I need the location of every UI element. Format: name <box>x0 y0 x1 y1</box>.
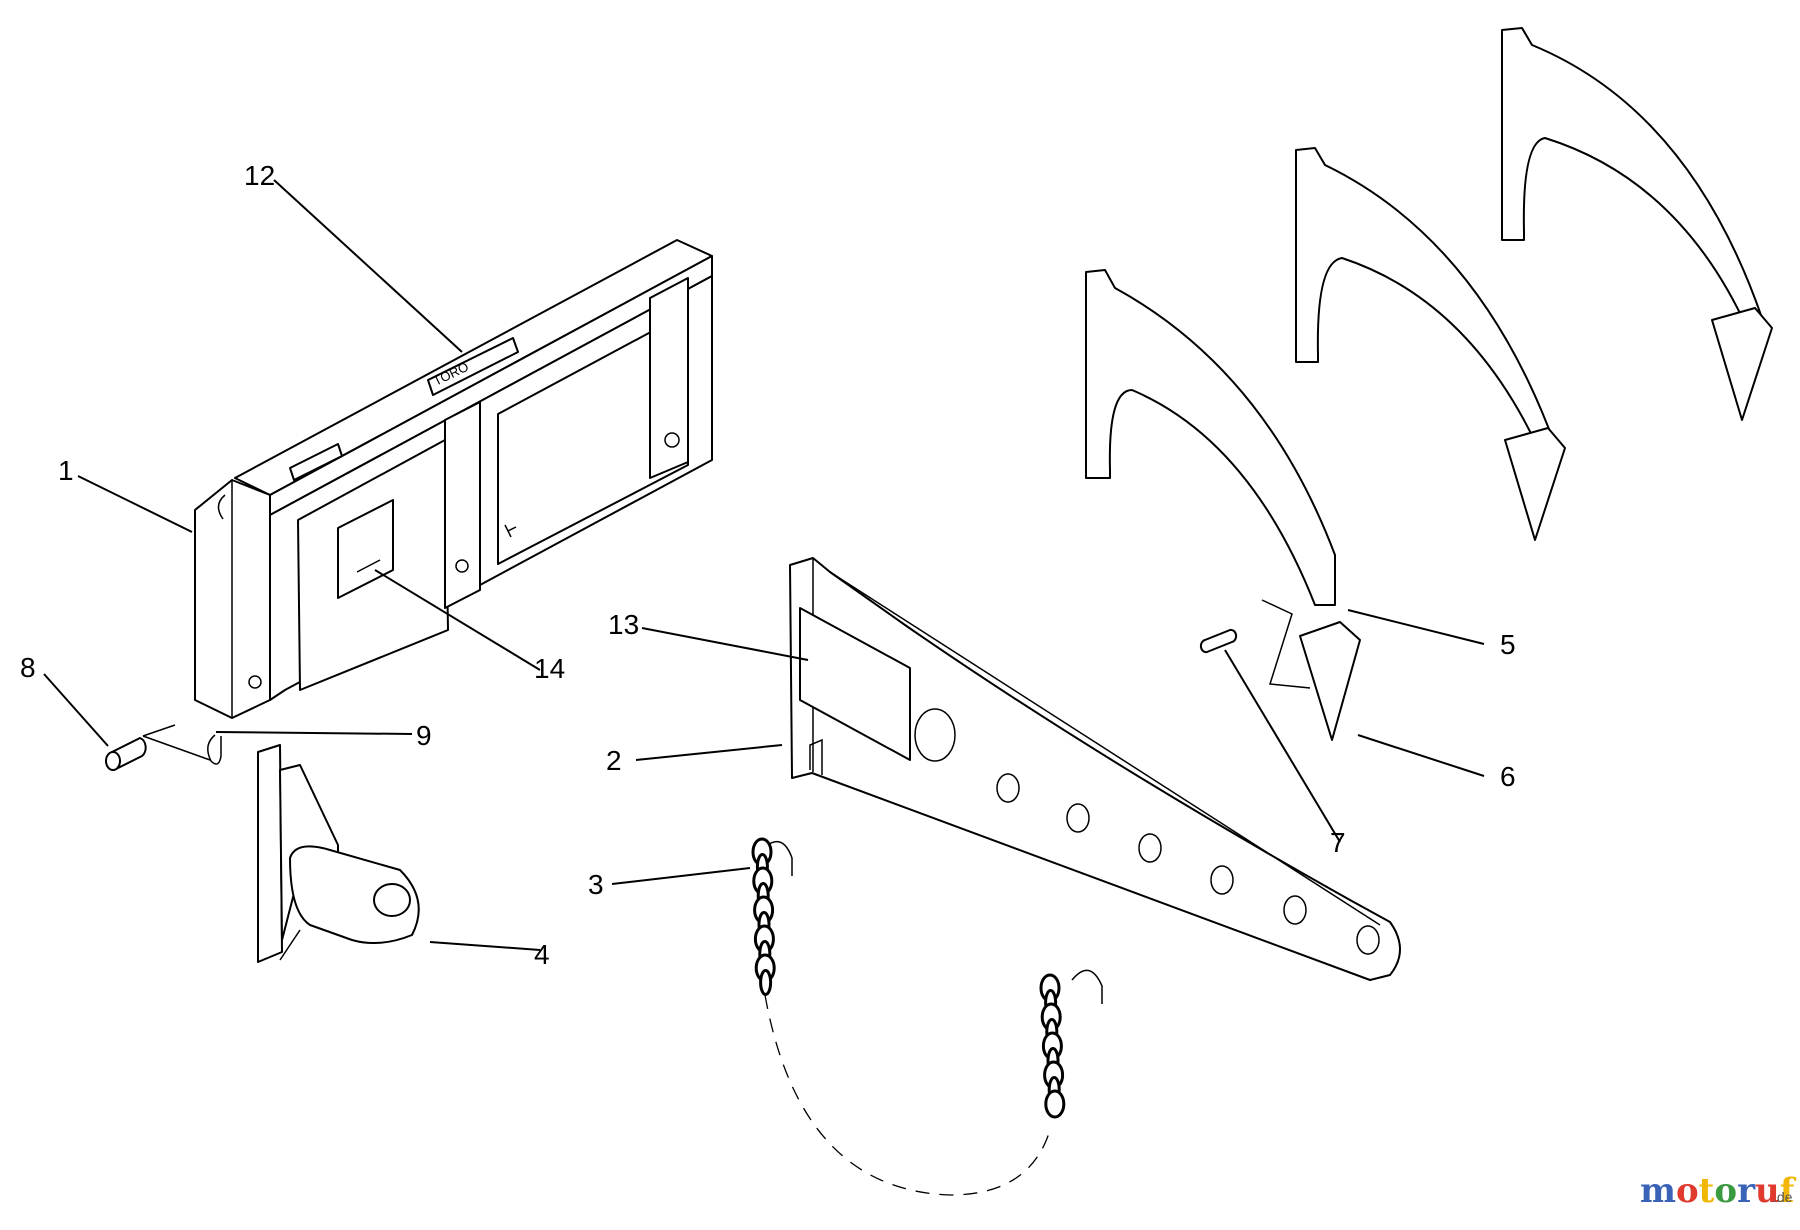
callout-2: 2 <box>606 745 622 776</box>
chain <box>751 837 1103 1196</box>
tine-2 <box>1295 147 1566 541</box>
callout-5: 5 <box>1500 629 1516 660</box>
leader-lines <box>43 179 1485 951</box>
callout-numbers: 12 1 8 9 14 4 13 2 3 5 6 7 <box>20 160 1516 970</box>
watermark-suffix: .de <box>1773 1189 1793 1205</box>
callout-6: 6 <box>1500 761 1516 792</box>
roll-pin <box>1199 599 1311 689</box>
mounting-frame: TORO <box>194 239 713 719</box>
tooth-bar <box>789 557 1401 981</box>
hitch-bracket <box>257 744 420 963</box>
callout-7: 7 <box>1330 827 1346 858</box>
chain-link <box>1044 1089 1066 1119</box>
pin <box>105 737 147 771</box>
callout-9: 9 <box>416 720 432 751</box>
callout-13: 13 <box>608 609 639 640</box>
watermark-brand: motoruf <box>1640 1171 1797 1211</box>
callout-14: 14 <box>534 653 565 684</box>
tine-3 <box>1501 27 1773 421</box>
callout-4: 4 <box>534 939 550 970</box>
callout-12: 12 <box>244 160 275 191</box>
watermark-logo: motoruf .de <box>1640 1171 1797 1211</box>
callout-1: 1 <box>58 455 74 486</box>
tine-1 <box>1085 269 1361 741</box>
callout-3: 3 <box>588 869 604 900</box>
callout-8: 8 <box>20 652 36 683</box>
hitch-pin-clip <box>142 724 222 765</box>
chain-link <box>759 969 773 996</box>
